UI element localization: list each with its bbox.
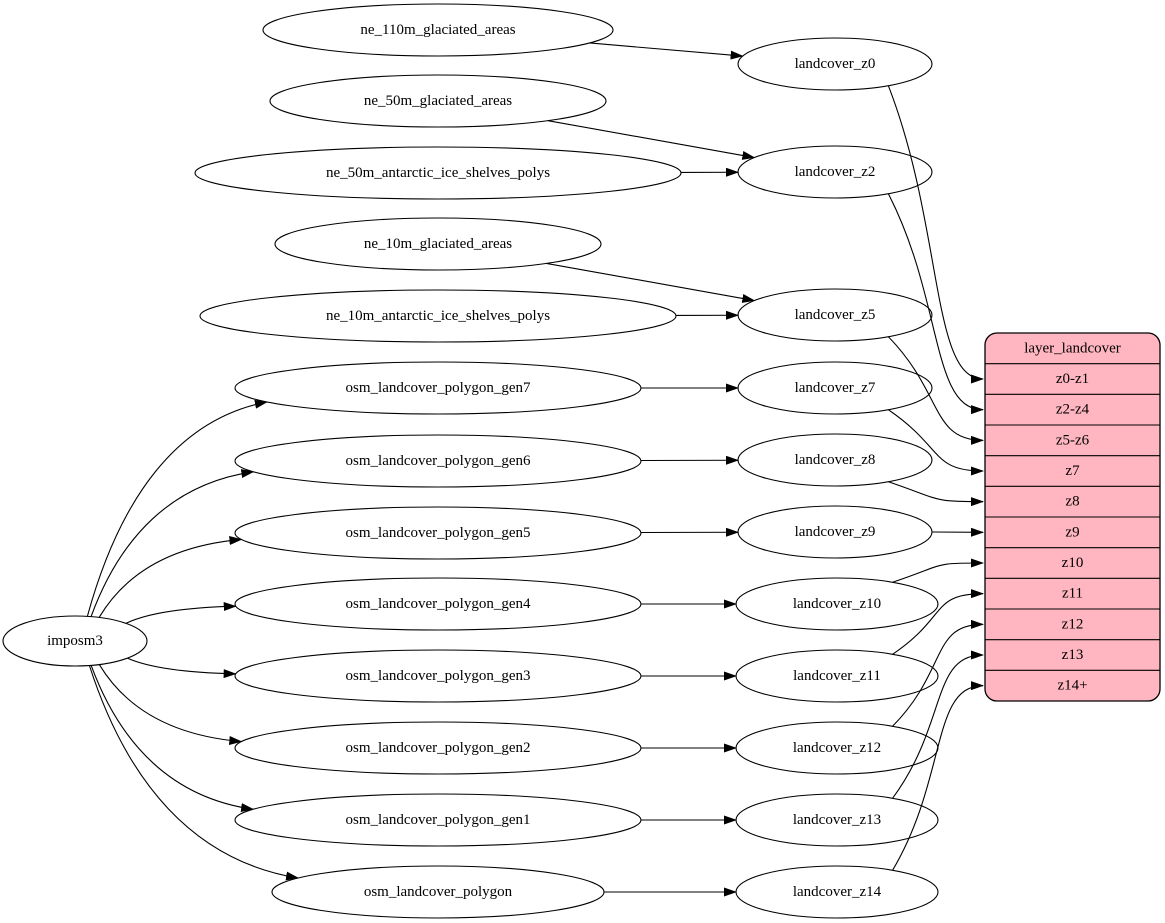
- node-ellipse-imposm3: [2, 615, 148, 667]
- node-ellipse-landcover_z0: [737, 37, 933, 91]
- edge-landcover_z7-to-layer_landcover.z7: [888, 409, 984, 476]
- node-label-landcover_z7: landcover_z7: [795, 380, 876, 396]
- edge-imposm3-to-osm_landcover_polygon_gen2: [98, 664, 243, 746]
- node-label-osm_landcover_polygon_gen2: osm_landcover_polygon_gen2: [346, 740, 531, 756]
- edge-landcover_z11-to-layer_landcover.z11: [892, 589, 984, 655]
- edge-landcover_z12-to-layer_landcover.z12: [892, 619, 984, 727]
- record-row-z12: z12: [1062, 616, 1084, 632]
- edge-ne_110m_glaciated_areas-to-landcover_z0: [589, 42, 744, 60]
- edge-landcover_z8-to-layer_landcover.z8: [888, 481, 984, 507]
- node-label-landcover_z11: landcover_z11: [793, 668, 881, 684]
- node-label-ne_50m_antarctic_ice_shelves_polys: ne_50m_antarctic_ice_shelves_polys: [326, 165, 550, 181]
- node-label-landcover_z8: landcover_z8: [795, 452, 876, 468]
- record-row-z7: z7: [1065, 463, 1080, 479]
- record-row-z11: z11: [1062, 586, 1083, 602]
- node-label-landcover_z2: landcover_z2: [795, 164, 876, 180]
- node-ellipse-ne_10m_glaciated_areas: [274, 217, 602, 271]
- node-label-landcover_z10: landcover_z10: [793, 596, 881, 612]
- edge-imposm3-to-osm_landcover_polygon_gen3: [127, 657, 237, 679]
- node-label-landcover_z0: landcover_z0: [795, 56, 876, 72]
- edge-landcover_z14-to-layer_landcover.z14+: [892, 681, 984, 871]
- node-label-ne_10m_antarctic_ice_shelves_polys: ne_10m_antarctic_ice_shelves_polys: [326, 308, 550, 324]
- edge-landcover_z2-to-layer_landcover.z2-z4: [887, 193, 984, 415]
- node-label-landcover_z12: landcover_z12: [793, 740, 881, 756]
- node-label-osm_landcover_polygon_gen6: osm_landcover_polygon_gen6: [346, 453, 531, 469]
- edge-imposm3-to-osm_landcover_polygon: [88, 665, 300, 881]
- record-row-z14+: z14+: [1057, 678, 1087, 694]
- record-row-z0-z1: z0-z1: [1056, 371, 1089, 387]
- node-label-landcover_z13: landcover_z13: [793, 812, 881, 828]
- record-title: layer_landcover: [1024, 340, 1121, 356]
- node-label-ne_10m_glaciated_areas: ne_10m_glaciated_areas: [364, 236, 512, 252]
- node-label-ne_110m_glaciated_areas: ne_110m_glaciated_areas: [360, 22, 515, 38]
- node-label-osm_landcover_polygon_gen1: osm_landcover_polygon_gen1: [346, 812, 531, 828]
- record-row-z9: z9: [1065, 524, 1079, 540]
- record-row-z13: z13: [1062, 647, 1084, 663]
- node-ellipse-ne_50m_antarctic_ice_shelves_polys: [194, 146, 682, 200]
- node-label-landcover_z14: landcover_z14: [793, 884, 882, 900]
- edge-imposm3-to-osm_landcover_polygon_gen7: [86, 399, 268, 617]
- edge-landcover_z5-to-layer_landcover.z5-z6: [887, 336, 984, 445]
- record-row-z8: z8: [1065, 494, 1079, 510]
- edge-imposm3-to-osm_landcover_polygon_gen4: [125, 602, 237, 624]
- edge-landcover_z0-to-layer_landcover.z0-z1: [887, 85, 984, 384]
- node-label-osm_landcover_polygon_gen3: osm_landcover_polygon_gen3: [346, 668, 531, 684]
- node-label-osm_landcover_polygon: osm_landcover_polygon: [364, 884, 513, 900]
- record-row-z10: z10: [1062, 555, 1084, 571]
- node-ellipse-ne_50m_glaciated_areas: [269, 74, 607, 128]
- edge-imposm3-to-osm_landcover_polygon_gen6: [90, 469, 255, 617]
- node-label-osm_landcover_polygon_gen4: osm_landcover_polygon_gen4: [346, 596, 531, 612]
- node-ellipse-ne_110m_glaciated_areas: [262, 3, 614, 57]
- node-label-imposm3: imposm3: [47, 633, 103, 649]
- edge-imposm3-to-osm_landcover_polygon_gen5: [98, 536, 243, 618]
- record-row-z5-z6: z5-z6: [1056, 432, 1090, 448]
- node-label-ne_50m_glaciated_areas: ne_50m_glaciated_areas: [364, 93, 512, 109]
- edge-ne_10m_glaciated_areas-to-landcover_z5: [546, 262, 756, 303]
- edge-landcover_z10-to-layer_landcover.z10: [892, 558, 984, 583]
- node-label-landcover_z9: landcover_z9: [795, 524, 876, 540]
- node-label-landcover_z5: landcover_z5: [795, 307, 876, 323]
- node-label-osm_landcover_polygon_gen5: osm_landcover_polygon_gen5: [346, 525, 531, 541]
- node-label-osm_landcover_polygon_gen7: osm_landcover_polygon_gen7: [346, 380, 531, 396]
- edge-landcover_z13-to-layer_landcover.z13: [892, 650, 984, 799]
- node-ellipse-ne_10m_antarctic_ice_shelves_polys: [199, 289, 677, 343]
- record-row-z2-z4: z2-z4: [1056, 402, 1090, 418]
- edge-ne_50m_glaciated_areas-to-landcover_z2: [547, 120, 756, 160]
- edge-imposm3-to-osm_landcover_polygon_gen1: [90, 665, 255, 813]
